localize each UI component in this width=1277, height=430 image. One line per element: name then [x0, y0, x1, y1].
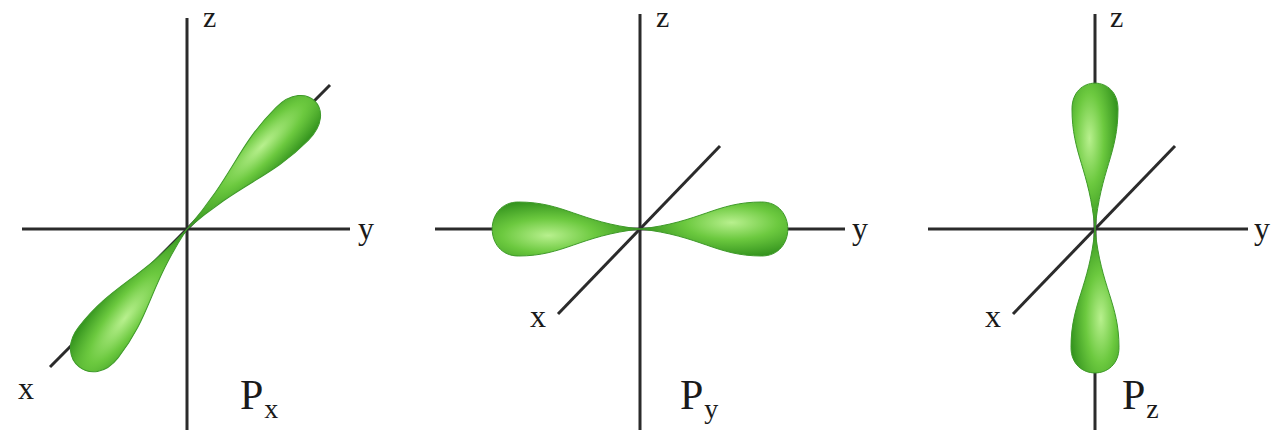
axis-label: y [358, 212, 374, 244]
orbital-name: P [240, 374, 263, 416]
orbital-lobe [171, 85, 331, 245]
orbital-name: P [680, 374, 703, 416]
y-axis [928, 228, 1248, 231]
orbital-lobe [1071, 229, 1119, 373]
orbital-name: P [1122, 374, 1145, 416]
orbital-lobe [60, 214, 207, 383]
axis-label: y [852, 212, 868, 244]
z-axis [639, 14, 642, 430]
axis-label: z [656, 2, 669, 32]
axis-label: z [1110, 2, 1123, 32]
orbital-subscript: y [704, 395, 718, 423]
orbital-lobe [492, 202, 640, 256]
z-axis [186, 18, 189, 430]
orbital-subscript: z [1146, 395, 1158, 423]
orbital-lobe [640, 202, 788, 256]
orbital-lobe [1072, 83, 1118, 229]
axis-label: z [203, 2, 216, 32]
axis-label: x [985, 300, 1001, 332]
orbital-subscript: x [264, 395, 278, 423]
axis-label: x [18, 372, 34, 404]
axis-label: y [1254, 212, 1270, 244]
axis-label: x [530, 300, 546, 332]
